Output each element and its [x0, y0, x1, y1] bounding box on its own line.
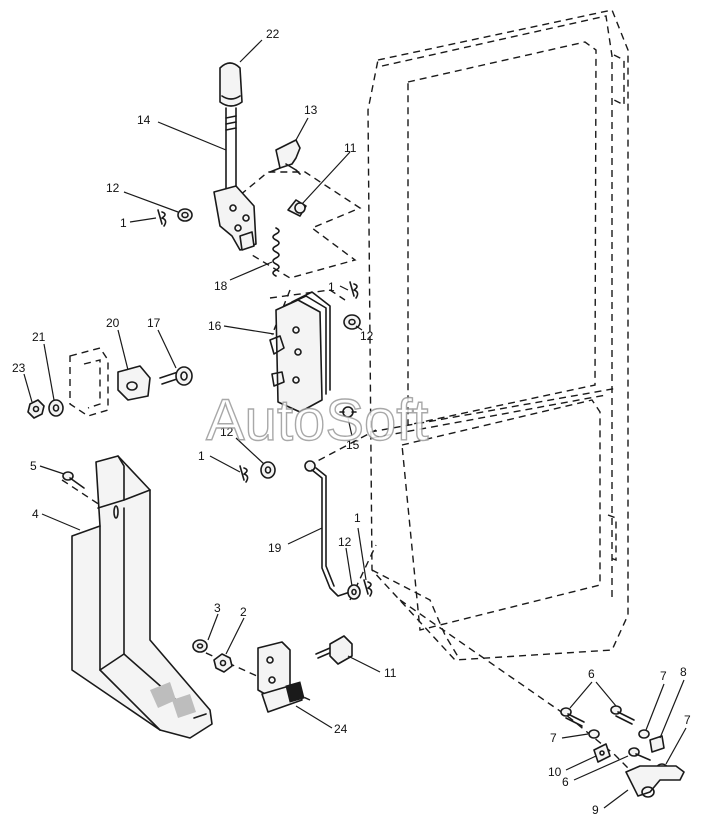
- bracket-13: [269, 139, 301, 175]
- bolt-6c: [628, 747, 651, 761]
- callout-4: 4: [32, 507, 39, 521]
- washer-12-top: [177, 208, 193, 222]
- bolt-6a: [560, 707, 585, 727]
- washer-12-mid: [260, 461, 276, 479]
- callout-11-low: 11: [384, 666, 397, 680]
- callout-13: 13: [304, 103, 318, 117]
- washer-12-right: [343, 314, 361, 330]
- clip-1-low: [363, 579, 373, 597]
- stud-11-top: [287, 199, 307, 217]
- washer-3: [192, 639, 208, 653]
- watermark-text: AutoSoft: [206, 388, 428, 453]
- washer-7a: [588, 729, 600, 739]
- callout-20: 20: [106, 316, 120, 330]
- callout-6-top: 6: [588, 667, 595, 681]
- leader-lines: [23, 39, 687, 809]
- nut-23: [27, 399, 45, 419]
- door-outline: [367, 9, 629, 661]
- callout-21: 21: [32, 330, 46, 344]
- callout-18: 18: [214, 279, 228, 293]
- stud-11-low: [315, 635, 353, 665]
- callout-10: 10: [548, 765, 562, 779]
- callout-19: 19: [268, 541, 282, 555]
- callout-11-top: 11: [344, 141, 357, 155]
- rod-19: [304, 460, 351, 597]
- callout-24: 24: [334, 722, 348, 736]
- callout-8: 8: [680, 665, 687, 679]
- callout-16: 16: [208, 319, 222, 333]
- callout-12-top: 12: [106, 181, 120, 195]
- clip-1-mid: [239, 465, 249, 483]
- pad-10: [593, 743, 611, 763]
- callout-22: 22: [266, 27, 280, 41]
- callout-15: 15: [346, 438, 360, 452]
- callout-1-top: 1: [120, 216, 127, 230]
- callout-1-mid: 1: [198, 449, 205, 463]
- washer-12-low: [347, 584, 361, 600]
- bolt-17: [159, 366, 193, 386]
- handle-9: [625, 765, 685, 798]
- striker-24: [257, 641, 305, 713]
- callout-2: 2: [240, 605, 247, 619]
- bolt-6b: [610, 705, 635, 725]
- screw-15: [339, 406, 357, 418]
- pad-8: [649, 735, 665, 753]
- callout-23: 23: [12, 361, 26, 375]
- screw-5: [62, 471, 85, 489]
- knob-22: [219, 62, 243, 107]
- callout-5: 5: [30, 459, 37, 473]
- clip-1-right: [349, 281, 359, 299]
- callout-12-mid: 12: [220, 425, 234, 439]
- washer-21: [48, 399, 64, 417]
- callout-14: 14: [137, 113, 151, 127]
- lever-14: [213, 107, 257, 251]
- callout-6-low: 6: [562, 775, 569, 789]
- callout-17: 17: [147, 316, 161, 330]
- spring-18: [272, 227, 280, 277]
- callout-1-right: 1: [328, 280, 335, 294]
- bracket-20: [117, 365, 151, 401]
- washer-7b: [638, 729, 650, 739]
- lock-16: [269, 291, 331, 413]
- callout-7-left: 7: [550, 731, 557, 745]
- trim-panel-4: [71, 455, 213, 739]
- callout-12-right: 12: [360, 329, 374, 343]
- callout-3: 3: [214, 601, 221, 615]
- nut-2: [213, 653, 233, 673]
- clip-1-top: [157, 209, 167, 227]
- callout-labels: 22 14 13 11 12 1 18 1 16 12 20 17 21 23 …: [12, 27, 691, 817]
- callout-12-low: 12: [338, 535, 352, 549]
- gasket-outline: [69, 347, 109, 417]
- callout-7-top: 7: [660, 669, 667, 683]
- callout-1-low: 1: [354, 511, 361, 525]
- callout-9: 9: [592, 803, 599, 817]
- callout-7-right: 7: [684, 713, 691, 727]
